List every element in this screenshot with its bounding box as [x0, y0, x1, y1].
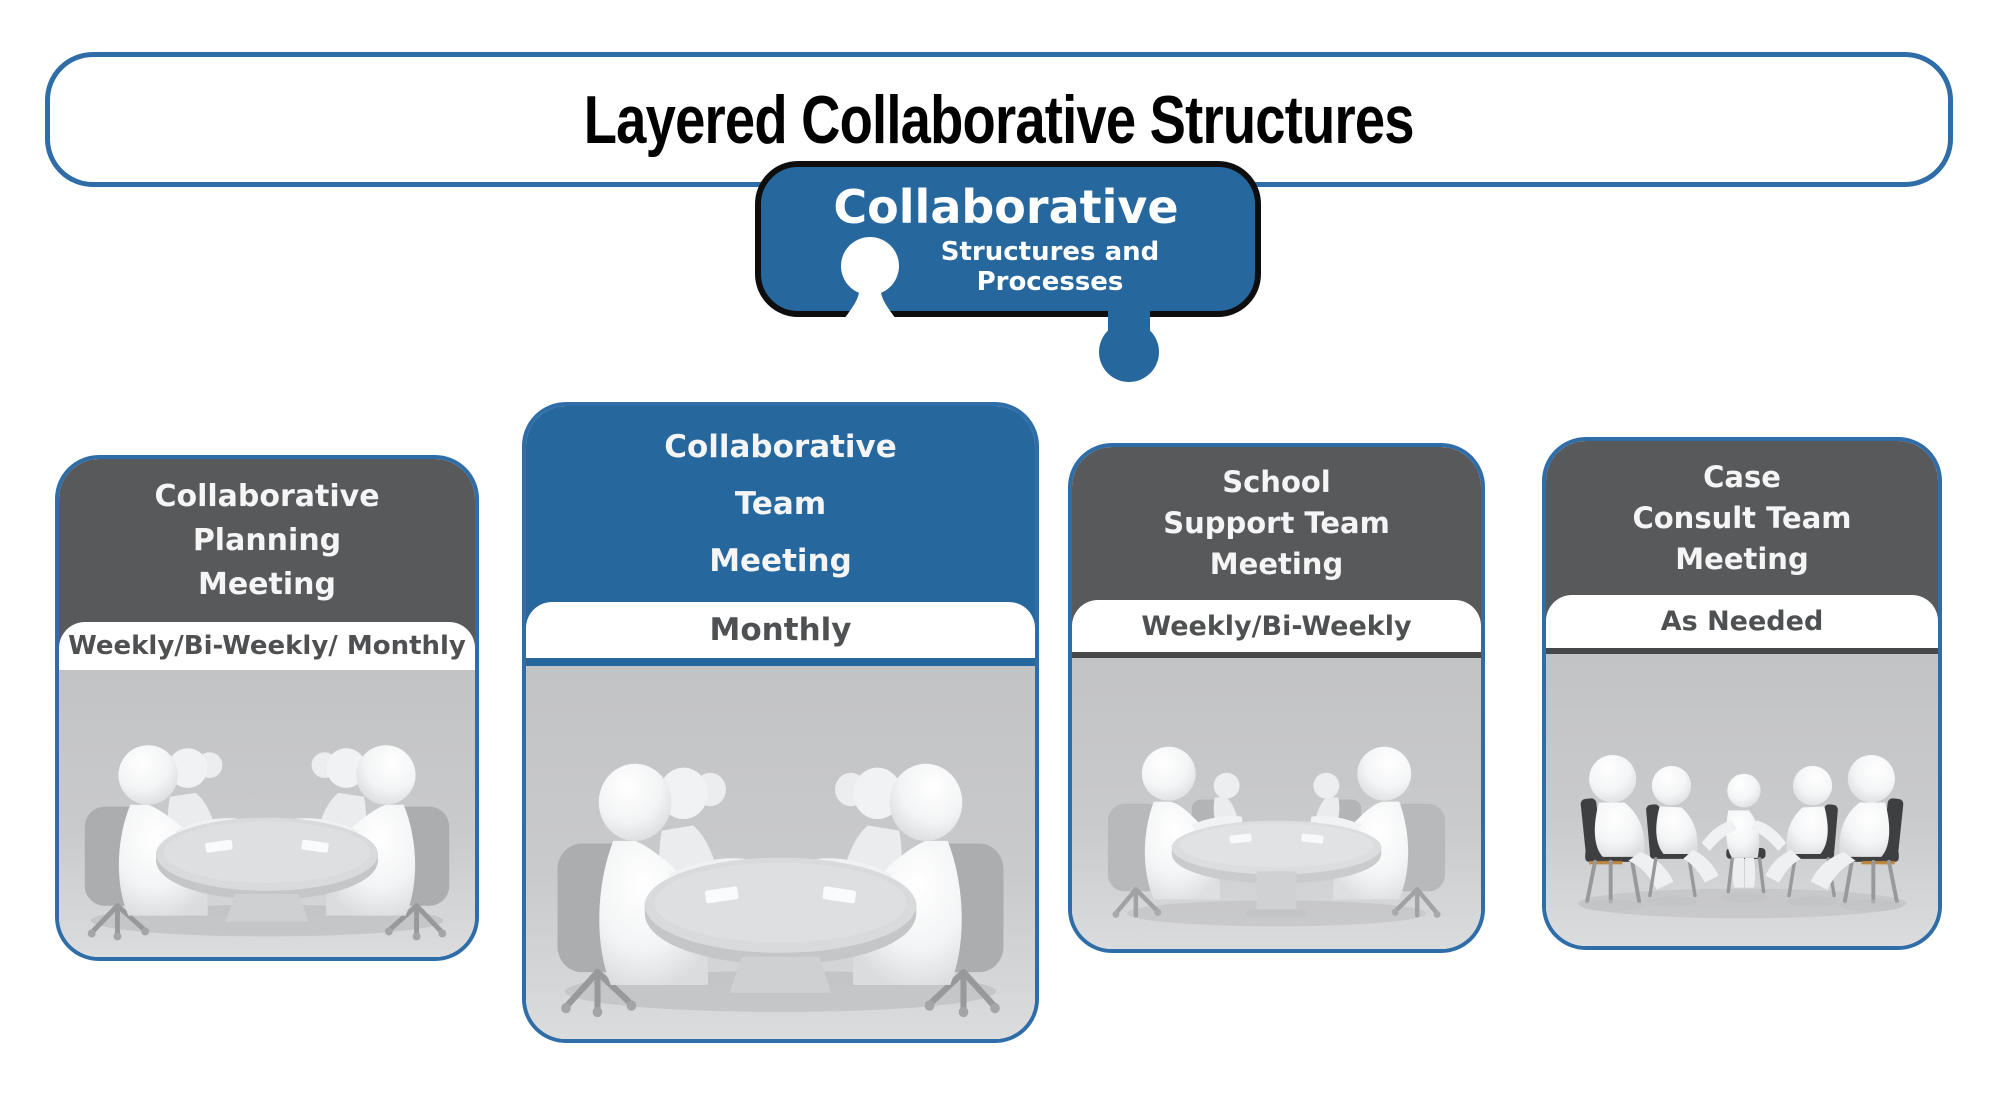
- puzzle-subtitle-line2: Processes: [977, 267, 1124, 297]
- card-image: [1546, 654, 1938, 946]
- card-title-line: Support Team: [1163, 506, 1390, 540]
- card-title-line: School: [1222, 465, 1331, 499]
- card-collaborative-planning-meeting: Collaborative Planning Meeting Weekly/Bi…: [55, 455, 479, 961]
- card-collaborative-team-meeting: Collaborative Team Meeting Monthly: [522, 402, 1039, 1043]
- card-title: School Support Team Meeting: [1072, 447, 1481, 600]
- card-title-line: Meeting: [1675, 541, 1809, 576]
- card-header: Case Consult Team Meeting As Needed: [1546, 441, 1938, 654]
- card-title-line: Team: [734, 485, 827, 522]
- card-header: Collaborative Team Meeting Monthly: [526, 406, 1035, 666]
- frequency-label: As Needed: [1660, 606, 1824, 637]
- card-title: Collaborative Planning Meeting: [59, 459, 475, 622]
- frequency-band: Weekly/Bi-Weekly: [1072, 600, 1481, 652]
- puzzle-notch: [844, 287, 896, 319]
- card-case-consult-team-meeting: Case Consult Team Meeting As Needed: [1542, 437, 1942, 950]
- puzzle-piece-icon: Collaborative Structures and Processes: [755, 161, 1261, 382]
- conference-table-illustration: [84, 670, 475, 957]
- frequency-band: As Needed: [1546, 595, 1938, 648]
- card-title: Collaborative Team Meeting: [526, 406, 1035, 602]
- card-image: [1072, 658, 1481, 949]
- card-header: School Support Team Meeting Weekly/Bi-We…: [1072, 447, 1481, 658]
- card-title-line: Meeting: [197, 566, 336, 602]
- card-title: Case Consult Team Meeting: [1546, 441, 1938, 595]
- band-divider: [1072, 652, 1481, 658]
- puzzle-title: Collaborative: [833, 180, 1178, 234]
- card-title-line: Meeting: [709, 542, 852, 579]
- puzzle-knob: [1099, 322, 1159, 382]
- frequency-label: Weekly/Bi-Weekly: [1141, 610, 1412, 642]
- band-divider: [526, 658, 1035, 666]
- card-title-line: Collaborative: [664, 428, 897, 465]
- chair-circle-illustration: [1577, 752, 1907, 919]
- frequency-label: Weekly/Bi-Weekly/ Monthly: [68, 631, 466, 661]
- card-title-line: Collaborative: [154, 478, 380, 514]
- round-table-illustration: [1107, 658, 1481, 927]
- card-title-line: Meeting: [1209, 547, 1344, 581]
- diagram-title: Layered Collaborative Structures: [583, 81, 1415, 158]
- band-divider: [1546, 648, 1938, 654]
- card-title-line: Case: [1703, 459, 1781, 494]
- frequency-band: Weekly/Bi-Weekly/ Monthly: [59, 622, 475, 670]
- card-image: [526, 666, 1035, 1039]
- card-title-line: Consult Team: [1632, 500, 1852, 535]
- puzzle-subtitle-line1: Structures and: [941, 237, 1160, 267]
- card-school-support-team-meeting: School Support Team Meeting Weekly/Bi-We…: [1068, 443, 1485, 953]
- frequency-band: Monthly: [526, 602, 1035, 658]
- conference-table-illustration: [557, 666, 1035, 1039]
- frequency-label: Monthly: [709, 612, 852, 648]
- card-title-line: Planning: [192, 522, 342, 558]
- card-image: [59, 670, 475, 957]
- card-header: Collaborative Planning Meeting Weekly/Bi…: [59, 459, 475, 670]
